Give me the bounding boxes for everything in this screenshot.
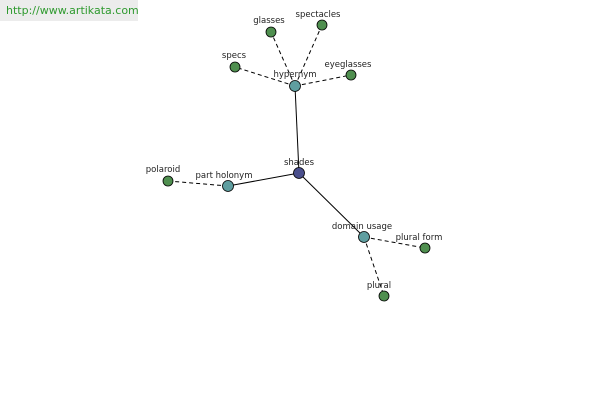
node-label-domain-usage: domain usage <box>332 222 392 232</box>
node-spectacles[interactable]: spectacles <box>296 10 342 31</box>
node-domain-usage[interactable]: domain usage <box>332 222 392 243</box>
node-part-holonym[interactable]: part holonym <box>196 171 253 192</box>
edge-hypernym-eyeglasses <box>294 74 352 87</box>
node-plural[interactable]: plural <box>367 281 391 302</box>
node-label-glasses: glasses <box>253 16 285 26</box>
node-glasses[interactable]: glasses <box>253 16 285 38</box>
node-circle-domain-usage[interactable] <box>358 231 370 243</box>
watermark-url[interactable]: http://www.artikata.com <box>0 0 139 21</box>
node-label-spectacles: spectacles <box>296 10 342 20</box>
node-circle-part-holonym[interactable] <box>222 180 234 192</box>
node-plural-form[interactable]: plural form <box>396 233 443 254</box>
node-circle-spectacles[interactable] <box>316 19 328 31</box>
node-shades[interactable]: shades <box>284 158 315 179</box>
edge-hypernym-specs <box>234 66 296 87</box>
node-specs[interactable]: specs <box>222 51 247 73</box>
node-label-eyeglasses: eyeglasses <box>325 60 373 70</box>
node-circle-specs[interactable] <box>229 61 241 73</box>
edge-domain-usage-plural <box>363 236 385 297</box>
edges-layer <box>167 24 426 297</box>
node-label-part-holonym: part holonym <box>196 171 253 181</box>
edge-shades-part-holonym <box>227 172 300 187</box>
edge-shades-hypernym <box>294 85 300 174</box>
node-circle-hypernym[interactable] <box>289 80 301 92</box>
edge-part-holonym-polaroid <box>167 180 229 187</box>
nodes-layer: shades hypernym part holonym domain usage gl… <box>146 10 443 302</box>
node-label-shades: shades <box>284 158 315 168</box>
node-circle-plural[interactable] <box>378 290 390 302</box>
node-circle-plural-form[interactable] <box>419 242 431 254</box>
edge-domain-usage-plural-form <box>363 236 426 249</box>
node-hypernym[interactable]: hypernym <box>273 70 317 92</box>
node-label-plural: plural <box>367 281 391 291</box>
node-circle-eyeglasses[interactable] <box>345 69 357 81</box>
node-label-polaroid: polaroid <box>146 165 180 175</box>
node-polaroid[interactable]: polaroid <box>146 165 180 187</box>
node-label-hypernym: hypernym <box>273 70 316 80</box>
node-circle-shades[interactable] <box>293 167 305 179</box>
node-label-specs: specs <box>222 51 247 61</box>
edge-hypernym-glasses <box>270 31 296 87</box>
node-circle-polaroid[interactable] <box>162 175 174 187</box>
node-label-plural-form: plural form <box>396 233 443 243</box>
node-eyeglasses[interactable]: eyeglasses <box>325 60 373 81</box>
edge-shades-domain-usage <box>298 172 365 238</box>
node-circle-glasses[interactable] <box>265 26 277 38</box>
